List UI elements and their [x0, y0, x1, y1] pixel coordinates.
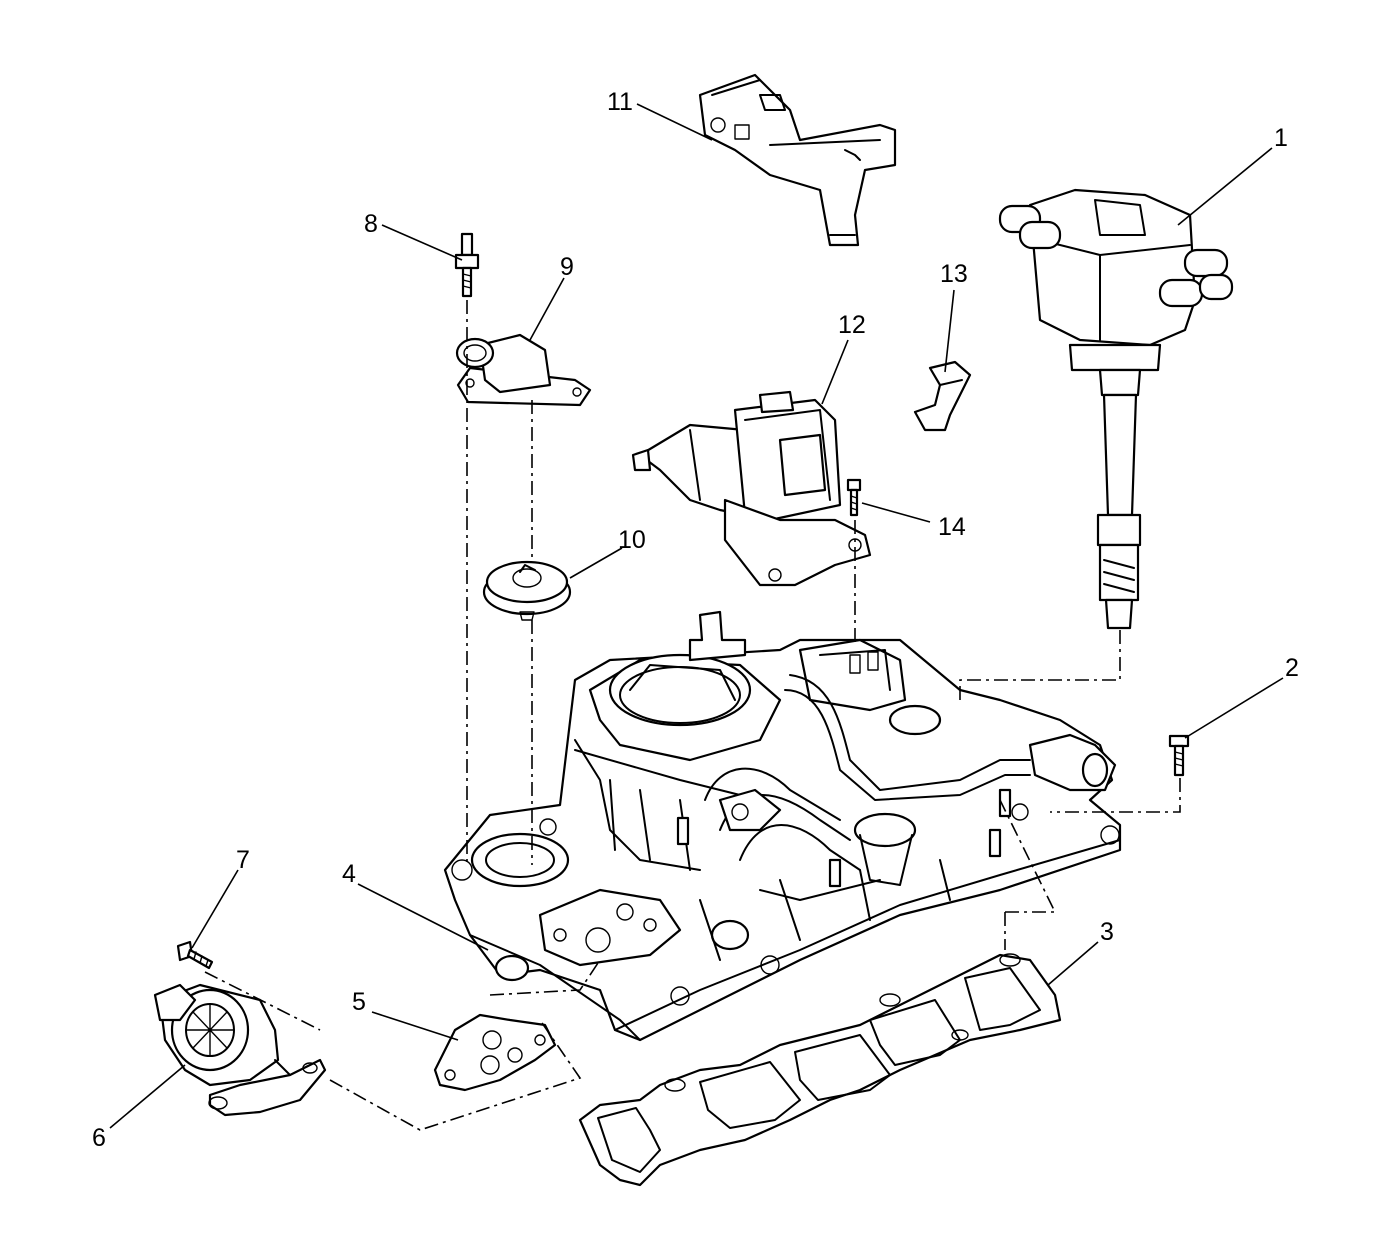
callout-10: 10 — [618, 526, 646, 554]
callouts: 1 2 3 4 5 6 7 8 9 10 11 12 13 14 — [92, 88, 1299, 1152]
callout-9: 9 — [560, 253, 574, 281]
callout-2: 2 — [1285, 654, 1299, 682]
callout-5: 5 — [352, 988, 366, 1016]
callout-11: 11 — [607, 88, 633, 116]
part-1-distributor — [998, 188, 1234, 630]
callout-4: 4 — [342, 860, 356, 888]
callout-8: 8 — [364, 210, 378, 238]
part-6-egr-valve — [153, 983, 327, 1117]
part-11-bracket — [698, 73, 897, 247]
part-8-stud — [454, 232, 480, 298]
part-4-intake-manifold — [443, 610, 1122, 1042]
callout-14: 14 — [938, 513, 966, 541]
callout-3: 3 — [1100, 918, 1114, 946]
part-7-bolt — [176, 940, 214, 970]
callout-1: 1 — [1274, 124, 1288, 152]
part-13-clip — [913, 360, 972, 432]
callout-6: 6 — [92, 1124, 106, 1152]
part-3-gasket — [578, 953, 1062, 1187]
part-9-water-outlet — [455, 333, 592, 407]
part-12-ignition-coil — [631, 390, 872, 587]
callout-7: 7 — [236, 846, 250, 874]
part-5-egr-gasket — [433, 1013, 557, 1092]
assembly-lines — [204, 300, 1181, 1131]
part-10-thermostat — [482, 560, 572, 621]
callout-13: 13 — [940, 260, 968, 288]
leader-lines — [109, 103, 1284, 1129]
part-2-bolt — [1168, 734, 1190, 777]
part-14-bolt — [846, 478, 862, 517]
callout-12: 12 — [838, 311, 866, 339]
